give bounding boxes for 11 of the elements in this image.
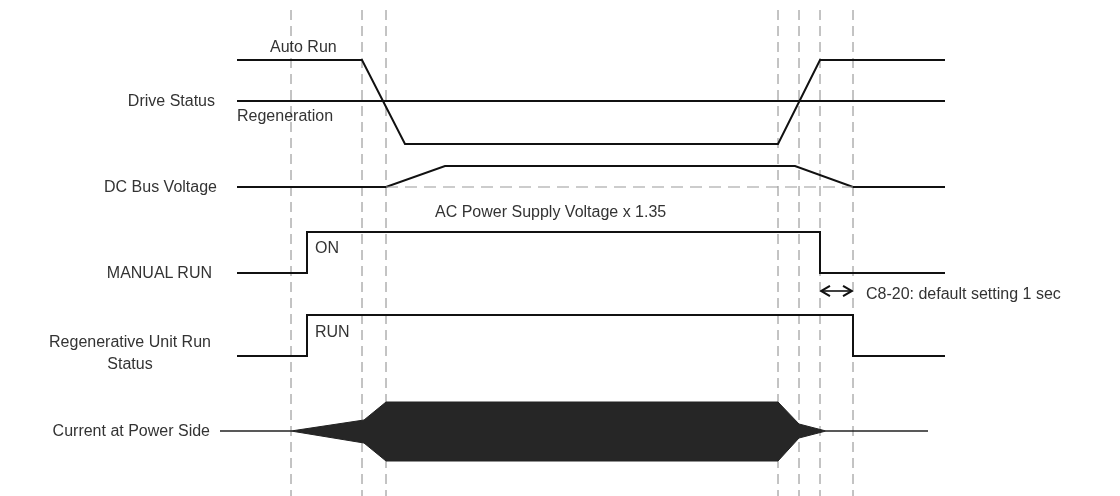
state-label: ON bbox=[315, 238, 339, 257]
signal-name: Drive Status bbox=[127, 91, 215, 110]
state-label: RUN bbox=[315, 322, 350, 341]
signal-name: Current at Power Side bbox=[52, 421, 210, 440]
timing-note: C8-20: default setting 1 sec bbox=[866, 284, 1061, 303]
state-label: Auto Run bbox=[270, 37, 337, 56]
level-annotation: AC Power Supply Voltage x 1.35 bbox=[435, 202, 667, 221]
signal-name: Regenerative Unit Run Status bbox=[48, 332, 212, 374]
signal-name: MANUAL RUN bbox=[106, 263, 212, 282]
signal-name: DC Bus Voltage bbox=[104, 177, 217, 196]
state-label: Regeneration bbox=[237, 106, 334, 125]
